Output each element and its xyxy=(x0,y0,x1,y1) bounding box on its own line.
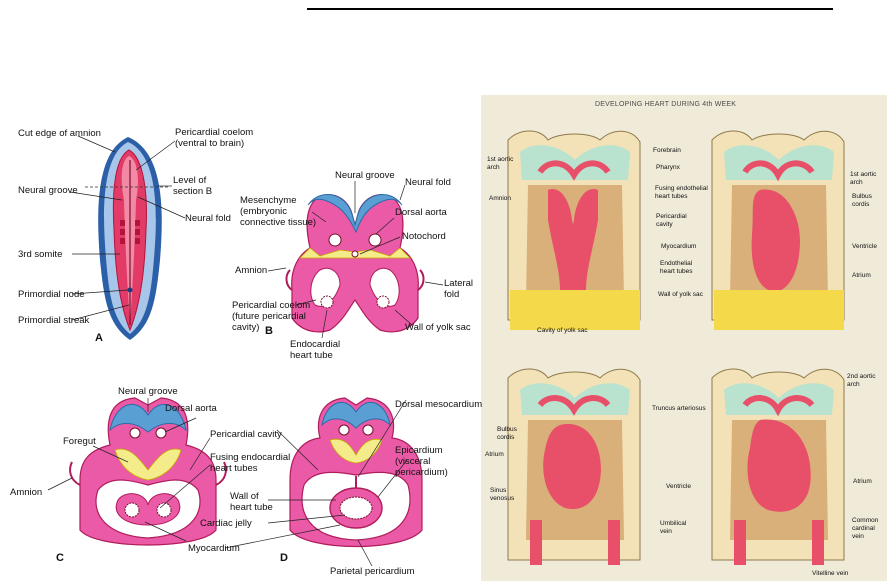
label-wall-of: Wall of xyxy=(230,491,259,502)
label-atrium-r1: Atrium xyxy=(852,272,871,280)
label-neural-groove-a: Neural groove xyxy=(18,185,78,196)
label-fusing-endothelial: Fusing endothelial xyxy=(655,185,708,193)
label-ventricle-r: Ventricle xyxy=(852,243,877,251)
label-cavity: cavity) xyxy=(232,322,259,333)
label-3rd-somite: 3rd somite xyxy=(18,249,62,260)
panel-a-embryo xyxy=(70,136,185,340)
label-ventral-to-brain: (ventral to brain) xyxy=(175,138,244,149)
label-lateral: Lateral xyxy=(444,278,473,289)
label-truncus-arteriosus: Truncus arteriosus xyxy=(652,405,706,413)
label-ventricle-c: Ventricle xyxy=(666,483,691,491)
label-atrium-l: Atrium xyxy=(485,451,504,459)
label-pericardial-r: Pericardial xyxy=(656,213,687,221)
label-amnion-r: Amnion xyxy=(489,195,511,203)
label-heart-tube-d: heart tube xyxy=(230,502,273,513)
label-venosus: venosus xyxy=(490,495,514,503)
label-level-of: Level of xyxy=(173,175,206,186)
label-1st-aortic-l-arch: arch xyxy=(487,164,500,172)
label-heart-tube-b: heart tube xyxy=(290,350,333,361)
label-section-b: section B xyxy=(173,186,212,197)
label-pericardium: pericardium) xyxy=(395,467,448,478)
label-1st-aortic-l: 1st aortic xyxy=(487,156,513,164)
label-connective-tissue: connective tissue) xyxy=(240,217,316,228)
label-bulbus-l1: Bulbus xyxy=(497,426,517,434)
label-visceral: (visceral xyxy=(395,456,430,467)
heart-stage-2 xyxy=(712,131,844,330)
heart-stage-4 xyxy=(712,369,844,565)
label-bulbus-cordis-1: Bulbus xyxy=(852,193,872,201)
label-future-pericardial: (future pericardial xyxy=(232,311,306,322)
label-vitelline-vein: Vitelline vein xyxy=(812,570,848,578)
label-foregut: Foregut xyxy=(63,436,96,447)
label-bulbus-cordis-2: cordis xyxy=(852,201,869,209)
label-amnion-c: Amnion xyxy=(10,487,42,498)
label-endothelial-r: Endothelial xyxy=(660,260,692,268)
label-notochord: Notochord xyxy=(402,231,446,242)
right-figure-title: DEVELOPING HEART DURING 4th WEEK xyxy=(595,101,736,108)
label-cardiac-jelly: Cardiac jelly xyxy=(200,518,252,529)
label-cut-edge-amnion: Cut edge of amnion xyxy=(18,128,101,139)
label-primordial-streak: Primordial streak xyxy=(18,315,89,326)
panel-letter-c: C xyxy=(56,552,64,564)
label-heart-tubes-c: heart tubes xyxy=(210,463,258,474)
label-embryonic: (embryonic xyxy=(240,206,287,217)
label-heart-tubes-r1: heart tubes xyxy=(655,193,688,201)
label-dorsal-aorta-b: Dorsal aorta xyxy=(395,207,447,218)
label-wall-yolk-sac-b: Wall of yolk sac xyxy=(405,322,471,333)
heart-stage-3 xyxy=(508,369,640,565)
label-2nd-aortic-arch: arch xyxy=(847,381,860,389)
label-pericardial-coelom-b: Pericardial coelom xyxy=(232,300,310,311)
heart-stage-1 xyxy=(508,131,640,330)
label-dorsal-aorta-c: Dorsal aorta xyxy=(165,403,217,414)
label-cavity-r: cavity xyxy=(656,221,673,229)
label-amnion-b: Amnion xyxy=(235,265,267,276)
label-wall-yolk-sac-r: Wall of yolk sac xyxy=(658,291,703,299)
label-mesenchyme: Mesenchyme xyxy=(240,195,297,206)
right-illustration xyxy=(481,95,887,581)
label-cardinal-vein: vein xyxy=(852,533,864,541)
label-atrium-r2: Atrium xyxy=(853,478,872,486)
label-neural-groove-c: Neural groove xyxy=(118,386,178,397)
label-dorsal-mesocardium: Dorsal mesocardium xyxy=(395,399,482,410)
label-fusing-endocardial: Fusing endocardial xyxy=(210,452,290,463)
label-neural-groove-b: Neural groove xyxy=(335,170,395,181)
label-forebrain: Forebrain xyxy=(653,147,681,155)
panel-letter-b: B xyxy=(265,325,273,337)
label-pericardial-coelom-a: Pericardial coelom xyxy=(175,127,253,138)
label-2nd-aortic: 2nd aortic xyxy=(847,373,876,381)
label-epicardium: Epicardium xyxy=(395,445,443,456)
label-pericardial-cavity-c: Pericardial cavity xyxy=(210,429,282,440)
label-bulbus-l2: cordis xyxy=(497,434,514,442)
label-umbilical-vein: vein xyxy=(660,528,672,536)
label-neural-fold-b: Neural fold xyxy=(405,177,451,188)
label-endocardial: Endocardial xyxy=(290,339,340,350)
label-fold: fold xyxy=(444,289,459,300)
label-sinus: Sinus xyxy=(490,487,506,495)
label-myocardium-r: Myocardium xyxy=(661,243,696,251)
label-heart-tubes-r2: heart tubes xyxy=(660,268,693,276)
label-common: Common xyxy=(852,517,878,525)
label-primordial-node: Primordial node xyxy=(18,289,85,300)
label-pharynx: Pharynx xyxy=(656,164,680,172)
label-umbilical: Umbilical xyxy=(660,520,686,528)
panel-d-section xyxy=(225,398,422,566)
label-neural-fold-a: Neural fold xyxy=(185,213,231,224)
panel-letter-d: D xyxy=(280,552,288,564)
label-cardinal: cardinal xyxy=(852,525,875,533)
label-parietal-pericardium: Parietal pericardium xyxy=(330,566,414,577)
panel-letter-a: A xyxy=(95,332,103,344)
label-1st-aortic-r-arch: arch xyxy=(850,179,863,187)
label-1st-aortic-r: 1st aortic xyxy=(850,171,876,179)
label-cavity-yolk-sac: Cavity of yolk sac xyxy=(537,327,588,335)
label-myocardium-d: Myocardium xyxy=(188,543,240,554)
